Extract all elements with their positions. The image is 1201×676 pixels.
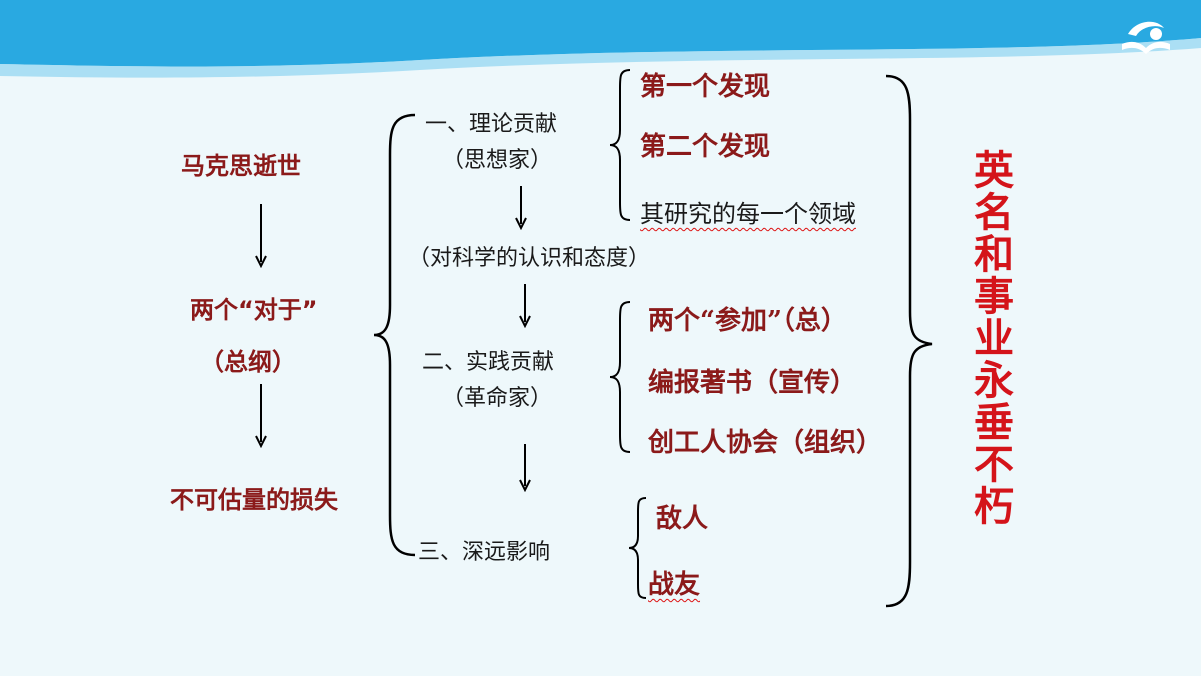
down-arrow-icon (519, 444, 531, 492)
theory-contribution: 一、理论贡献 (425, 112, 558, 137)
edit-publish-books: 编报著书（宣传） (648, 368, 857, 398)
two-participations: 两个“参加”（总） (648, 306, 847, 336)
down-arrow-icon (519, 284, 531, 328)
practice-brace (609, 301, 631, 453)
right-closing-brace (885, 74, 933, 608)
theory-role: （思想家） (442, 148, 553, 173)
immeasurable-loss: 不可估量的损失 (170, 486, 338, 514)
outline-label: （总纲） (200, 348, 296, 376)
found-workers-association: 创工人协会（组织） (648, 428, 883, 458)
main-left-brace (373, 113, 416, 557)
theory-brace (609, 69, 631, 221)
comrades: 战友 (648, 570, 701, 600)
every-research-field: 其研究的每一个领域 (640, 200, 856, 228)
science-attitude: （对科学的认识和态度） (408, 246, 651, 271)
eternal-fame-conclusion: 英名和事业永垂不朽 (974, 147, 1014, 530)
enemies: 敌人 (656, 504, 709, 534)
first-discovery: 第一个发现 (640, 72, 771, 102)
down-arrow-icon (515, 186, 527, 230)
event-death: 马克思逝世 (181, 152, 301, 180)
two-regarding: 两个“对于” (190, 296, 318, 324)
practice-role: （革命家） (442, 386, 553, 411)
down-arrow-icon (255, 384, 267, 448)
top-banner (0, 0, 1201, 78)
influence-brace (628, 497, 647, 599)
second-discovery: 第二个发现 (640, 132, 771, 162)
profound-influence: 三、深远影响 (418, 540, 551, 565)
book-logo-icon (1122, 21, 1170, 54)
practice-contribution: 二、实践贡献 (422, 350, 555, 375)
down-arrow-icon (255, 204, 267, 268)
